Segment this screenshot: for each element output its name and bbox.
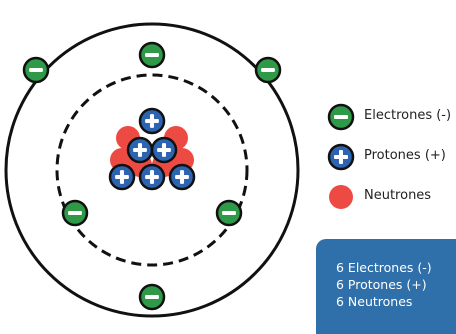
nucleus-proton-2 [126,136,154,164]
neutron-icon [329,185,353,209]
nucleus-proton-4 [108,163,136,191]
summary-box: 6 Electrones (-) 6 Protones (+) 6 Neutro… [316,239,456,334]
electron-5 [215,199,243,227]
summary-line-electrons: 6 Electrones (-) [336,260,432,275]
nucleus [108,107,196,191]
electron-4 [61,199,89,227]
electron-6 [138,283,166,311]
electron-1 [138,41,166,69]
legend-label-electrons: Electrones (-) [364,108,452,123]
electron-group [22,41,282,311]
nucleus-proton-1 [138,107,166,135]
proton-icon [327,143,355,171]
legend-label-neutrons: Neutrones [364,188,432,203]
legend-label-protons: Protones (+) [364,148,446,163]
electron-icon [327,103,355,131]
nucleus-proton-6 [168,163,196,191]
electron-2 [22,56,50,84]
summary-line-protons: 6 Protones (+) [336,277,427,292]
nucleus-proton-5 [138,163,166,191]
inner-shell [55,73,249,267]
outer-shell [4,22,300,318]
nucleus-proton-3 [150,136,178,164]
electron-3 [254,56,282,84]
summary-line-neutrons: 6 Neutrones [336,294,413,309]
